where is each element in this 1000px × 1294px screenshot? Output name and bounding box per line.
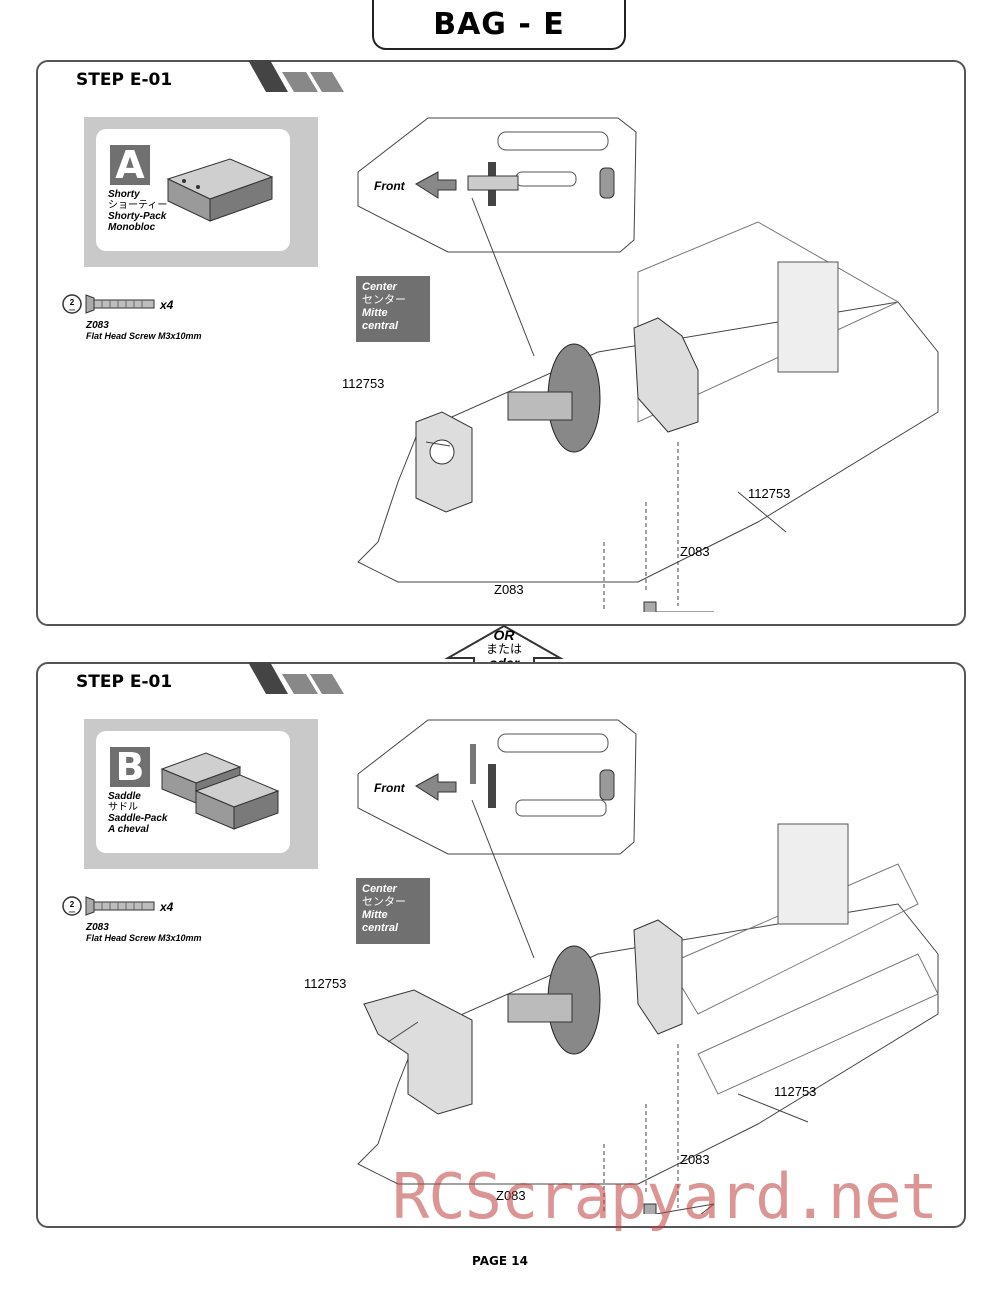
or-text-en: OR [493,627,515,643]
step-label: STEP E-01 [76,672,173,692]
screw-description: Flat Head Screw M3x10mm [86,331,202,341]
part-number-left: 112753 [342,376,385,391]
saddle-battery-icon [160,752,280,830]
screw-callout: 2 mm x4 Z083 Flat Head Screw M3x10mm [62,892,262,952]
screw-label-left: Z083 [496,1188,526,1203]
or-text-jp: または [485,642,522,656]
svg-text:mm: mm [69,909,76,914]
bag-title: BAG - E [433,6,565,42]
screw-quantity: x4 [160,298,174,312]
screw-label-right: Z083 [680,1152,710,1167]
page-number: PAGE 14 [472,1254,528,1268]
screw-code: Z083 [86,922,109,933]
part-number-left: 112753 [304,976,347,991]
screw-quantity: x4 [160,900,174,914]
flat-head-screw-icon: 2 mm [62,896,155,916]
svg-text:2: 2 [70,900,75,909]
screw-code: Z083 [86,320,109,331]
shorty-battery-icon [166,158,274,222]
kit-description: Shorty ショーティー Shorty-Pack Monobloc [108,189,168,233]
step-header-stripes [248,60,344,92]
svg-text:2: 2 [70,298,75,307]
front-direction-label: Front [374,781,405,795]
step-panel-a: STEP E-01 A Shorty ショーティー Shorty-Pack Mo… [36,60,966,626]
kit-letter: A [110,145,150,185]
screw-callout: 2 mm x4 Z083 Flat Head Screw M3x10mm [62,290,262,350]
center-diff-label: Center センター Mitte central [356,878,430,944]
chassis-assembly-diagram [357,117,939,612]
bag-title-tab: BAG - E [372,0,626,50]
kit-letter: B [110,747,150,787]
center-diff-label: Center センター Mitte central [356,276,430,342]
part-number-right: 112753 [748,486,791,501]
svg-text:mm: mm [69,307,76,312]
screw-label-right: Z083 [680,544,710,559]
kit-description: Saddle サドル Saddle-Pack A cheval [108,791,168,835]
screw-description: Flat Head Screw M3x10mm [86,933,202,943]
step-header-stripes [248,662,344,694]
front-direction-label: Front [374,179,405,193]
part-number-right: 112753 [774,1084,817,1099]
watermark: RCScrapyard.net [392,1160,938,1233]
flat-head-screw-icon: 2 mm [62,294,155,314]
step-panel-b: STEP E-01 B Saddle サドル Saddle-Pack A che… [36,662,966,1228]
battery-type-box-a: A Shorty ショーティー Shorty-Pack Monobloc [84,117,318,267]
step-label: STEP E-01 [76,70,173,90]
battery-type-box-b: B Saddle サドル Saddle-Pack A cheval [84,719,318,869]
screw-label-left: Z083 [494,582,524,597]
chassis-assembly-diagram [357,719,939,1214]
